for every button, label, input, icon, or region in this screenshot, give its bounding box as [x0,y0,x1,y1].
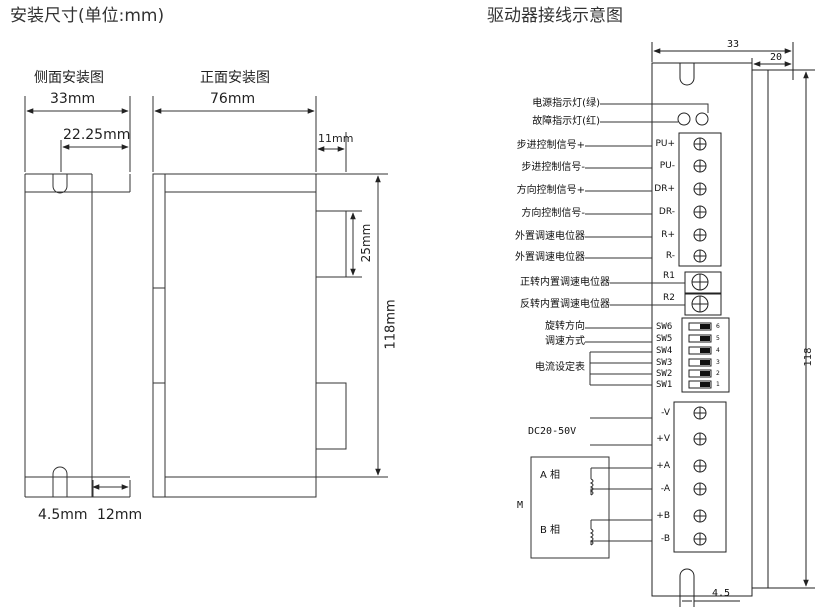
side-edge-dim: 12mm [97,507,143,523]
wiring-width-dim: 33 [727,39,740,50]
side-view-label: 侧面安装图 [34,70,104,86]
front-width-dim: 76mm [210,91,256,107]
front-window-dim: 25mm [359,223,373,263]
switch-number: 1 [716,381,720,388]
switch-name: SW3 [656,358,673,368]
side-slot-dim: 4.5mm [38,507,88,523]
terminal-label: PU+ [655,139,675,149]
switch-group-label: 旋转方向 [545,321,585,332]
function-label: 方向控制信号- [521,208,585,219]
function-label: 外置调速电位器 [515,252,585,263]
signal-screws [691,137,709,313]
switch-name: SW5 [656,334,673,344]
function-label: 方向控制信号+ [516,185,585,196]
function-label: 反转内置调速电位器 [520,299,610,310]
function-label: 正转内置调速电位器 [520,277,610,288]
switch-number: 2 [716,370,720,377]
motor-terminal: +B [656,511,670,521]
wiring-title: 驱动器接线示意图 [487,6,623,26]
leader-lines [530,103,709,559]
switch-number: 5 [716,335,720,342]
function-label: 电源指示灯(绿) [532,98,600,109]
mounting-title: 安装尺寸(单位:mm) [10,6,165,26]
terminal-label: PU- [659,161,675,171]
side-inner-width-dim: 22.25mm [63,127,131,143]
power-screws [693,406,707,546]
power-label: DC20-50V [528,426,577,437]
wiring-slot-dim: 4.5 [712,588,731,599]
power-terminal: +V [656,434,670,444]
motor-terminal: +A [656,461,670,471]
driver-outline [651,42,815,607]
front-view-drawing [152,96,388,498]
front-gap-dim: 11mm [318,132,354,145]
switch-name: SW2 [656,369,673,379]
terminal-label: R- [665,251,675,261]
terminal-label: DR+ [654,184,675,194]
switch-number: 4 [716,347,720,354]
switch-number: 3 [716,359,720,366]
motor-label: M [517,500,524,511]
function-label: 外置调速电位器 [515,231,585,242]
motor-terminal: -B [660,534,670,544]
side-view-drawing [24,96,131,498]
switch-name: SW1 [656,380,673,390]
phase-b-label: B 相 [540,525,561,536]
front-view-label: 正面安装图 [200,70,270,86]
switch-name: SW6 [656,322,673,332]
wiring-flange-dim: 20 [770,52,783,63]
side-width-dim: 33mm [50,91,96,107]
terminal-label: DR- [658,207,675,217]
switch-name: SW4 [656,346,673,356]
front-height-dim: 118mm [383,299,399,350]
power-terminal: -V [661,408,670,418]
pot-label: R1 [663,271,675,281]
dip-switches [688,322,712,389]
wiring-height-dim: 118 [803,347,814,367]
switch-group-label: 电流设定表 [535,362,585,373]
switch-group-label: 调速方式 [545,336,585,347]
function-label: 步进控制信号- [521,162,585,173]
function-label: 步进控制信号+ [516,140,585,151]
pot-label: R2 [663,293,675,303]
switch-number: 6 [716,323,720,330]
function-label: 故障指示灯(红) [532,116,600,127]
terminal-label: R+ [661,230,675,240]
motor-terminal: -A [660,484,670,494]
phase-a-label: A 相 [540,470,561,481]
